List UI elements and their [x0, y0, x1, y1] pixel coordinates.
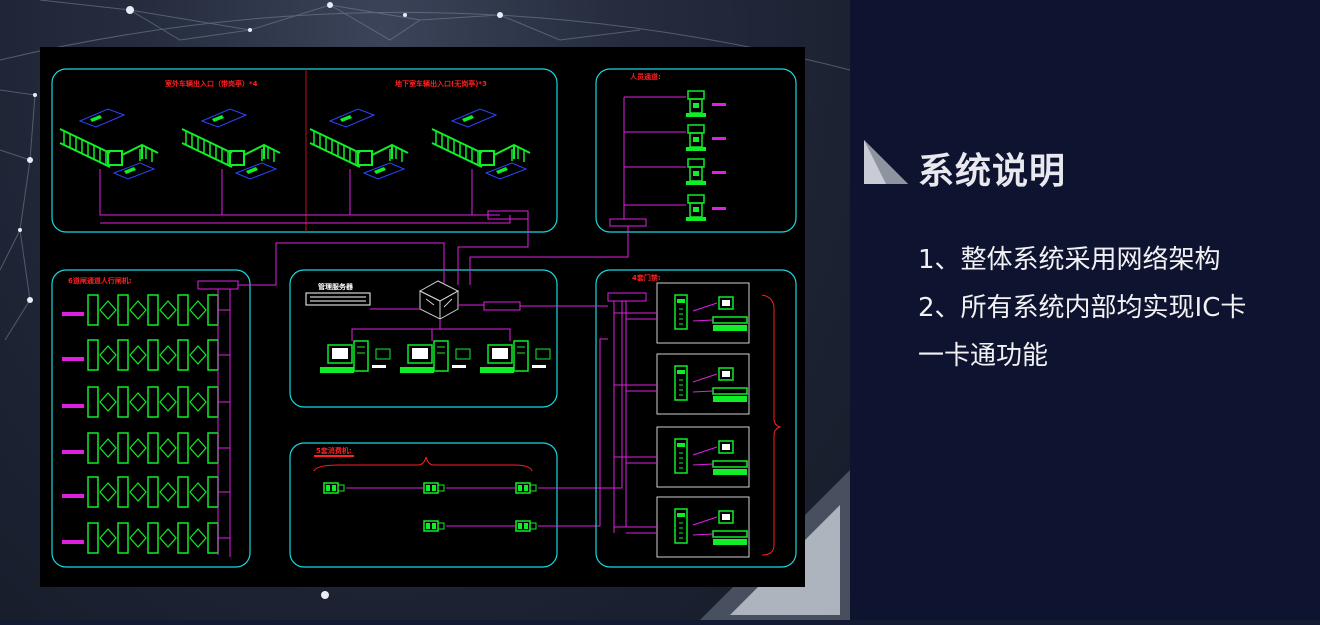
turnstile-row-icon	[87, 294, 219, 326]
consumer-section: 5套消费机:	[289, 442, 622, 568]
core-switch-icon	[418, 280, 460, 320]
pos-terminal-icon	[423, 482, 445, 494]
turnstile-row-icon	[87, 339, 219, 371]
door-controller-icon	[656, 496, 750, 558]
door-access-section: 4套门禁:	[595, 269, 797, 568]
system-architecture-diagram: 室外车辆出入口（带岗亭）*4 地下室车辆出入口(无岗亭)*3 人员通道:	[40, 47, 805, 587]
parking-outdoor-label: 室外车辆出入口（带岗亭）*4	[165, 79, 258, 88]
pedestrian-label: 人员通道:	[630, 72, 661, 81]
turnstile-section: 6道闸通道人行闸机:	[51, 269, 251, 568]
pos-terminal-icon	[423, 520, 445, 532]
consumer-frame	[289, 442, 558, 568]
turnstile-row-icon	[87, 386, 219, 418]
turnstile-row-icon	[87, 522, 219, 554]
barrier-gate-icon	[59, 108, 159, 180]
barrier-gate-icon	[431, 108, 531, 180]
section-heading: 系统说明	[862, 138, 1282, 192]
parking-frame	[51, 68, 558, 233]
network-trunk-links	[238, 219, 629, 526]
barrier-gate-icon	[309, 108, 409, 180]
server-label: 管理服务器	[318, 282, 354, 291]
network-switch-icon	[487, 210, 529, 220]
network-switch-icon	[197, 280, 239, 290]
server-rack-icon	[305, 292, 371, 306]
corner-triangle-icon	[864, 140, 908, 184]
access-kiosk-icon	[685, 90, 707, 118]
access-kiosk-icon	[685, 124, 707, 152]
turnstile-row-icon	[87, 476, 219, 508]
network-switch-icon	[609, 218, 647, 227]
network-switch-icon	[607, 292, 647, 302]
network-switch-icon	[483, 301, 521, 311]
door-label: 4套门禁:	[632, 273, 661, 282]
workstation-icon	[479, 340, 551, 374]
pedestrian-frame	[595, 68, 797, 233]
pos-terminal-icon	[515, 482, 537, 494]
door-controller-icon	[656, 426, 750, 488]
description-point: 2、所有系统内部均实现IC卡	[918, 293, 1247, 323]
pos-terminal-icon	[515, 520, 537, 532]
description-point: 1、整体系统采用网络架构	[918, 245, 1221, 275]
barrier-gate-icon	[181, 108, 281, 180]
parking-section: 室外车辆出入口（带岗亭）*4 地下室车辆出入口(无岗亭)*3	[51, 68, 558, 233]
access-kiosk-icon	[685, 194, 707, 222]
pos-terminal-icon	[323, 482, 345, 494]
workstation-icon	[319, 340, 391, 374]
pedestrian-section: 人员通道:	[595, 68, 797, 233]
workstation-icon	[399, 340, 471, 374]
turnstile-frame	[51, 269, 251, 568]
door-controller-icon	[656, 353, 750, 415]
description-list: 1、整体系统采用网络架构 2、所有系统内部均实现IC卡 一卡通功能	[918, 236, 1278, 380]
door-controller-icon	[656, 282, 750, 344]
section-title: 系统说明	[918, 151, 1067, 192]
server-section: 管理服务器	[289, 269, 558, 408]
description-point-continued: 一卡通功能	[918, 341, 1049, 371]
turnstile-row-icon	[87, 432, 219, 464]
consumer-label: 5套消费机:	[316, 446, 352, 455]
cad-drawing: 室外车辆出入口（带岗亭）*4 地下室车辆出入口(无岗亭)*3 人员通道:	[51, 68, 797, 568]
gate-channel-label: 6道闸通道人行闸机:	[68, 276, 132, 285]
slide-content-area	[850, 0, 1320, 620]
parking-underground-label: 地下室车辆出入口(无岗亭)*3	[395, 79, 487, 88]
access-kiosk-icon	[685, 158, 707, 186]
door-access-frame	[595, 269, 797, 568]
server-frame	[289, 269, 558, 408]
